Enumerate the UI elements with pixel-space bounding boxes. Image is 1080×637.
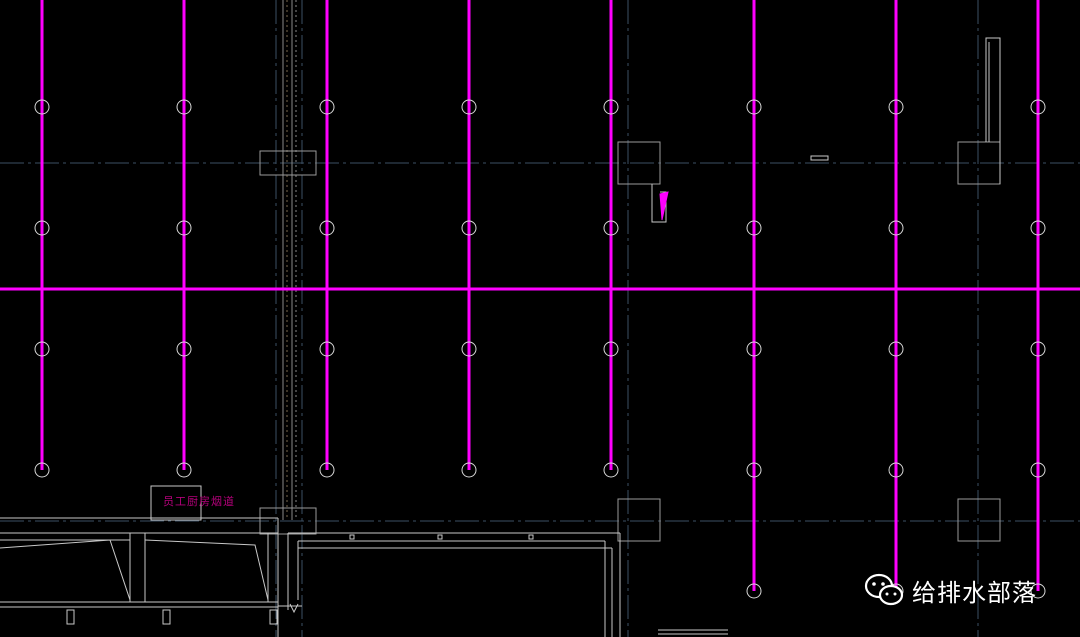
water-pipes — [0, 0, 1080, 591]
sprinkler-head — [34, 341, 50, 357]
sprinkler-head — [176, 341, 192, 357]
sprinkler-head — [603, 462, 619, 478]
sprinkler-head — [746, 341, 762, 357]
sprinkler-head — [461, 462, 477, 478]
sprinkler-head — [34, 220, 50, 236]
sprinkler-head — [176, 220, 192, 236]
sprinkler-head — [746, 99, 762, 115]
room-label-text: 员工厨房烟道 — [163, 495, 235, 508]
sprinkler-head — [603, 220, 619, 236]
sprinkler-head — [888, 462, 904, 478]
sprinkler-head — [34, 462, 50, 478]
sprinkler-head — [888, 341, 904, 357]
wechat-icon — [864, 573, 904, 606]
sprinkler-head — [176, 99, 192, 115]
sprinkler-head — [1030, 341, 1046, 357]
sprinkler-head — [603, 341, 619, 357]
sprinkler-head — [34, 99, 50, 115]
sprinkler-head — [746, 462, 762, 478]
sprinkler-head — [461, 341, 477, 357]
sprinkler-head — [319, 462, 335, 478]
sprinkler-head — [461, 99, 477, 115]
sprinkler-head — [319, 99, 335, 115]
sprinkler-head — [603, 99, 619, 115]
fixtures — [150, 37, 1001, 521]
columns — [259, 141, 1001, 542]
sprinkler-head — [1030, 220, 1046, 236]
watermark-text: 给排水部落 — [912, 578, 1037, 607]
watermark: 给排水部落 — [864, 570, 1037, 610]
sprinkler-head — [746, 583, 762, 599]
building-outline — [0, 517, 728, 637]
sprinkler-head — [888, 220, 904, 236]
sprinkler-head — [1030, 99, 1046, 115]
sprinkler-head — [1030, 583, 1046, 599]
sprinkler-head — [746, 220, 762, 236]
sprinkler-head — [888, 99, 904, 115]
sprinkler-heads — [34, 99, 1046, 599]
sprinkler-head — [319, 220, 335, 236]
sprinkler-head — [461, 220, 477, 236]
shaft-lines — [282, 0, 297, 520]
room-label: 员工厨房烟道 — [163, 493, 235, 509]
sprinkler-head — [319, 341, 335, 357]
sprinkler-head — [176, 462, 192, 478]
sprinkler-head — [1030, 462, 1046, 478]
